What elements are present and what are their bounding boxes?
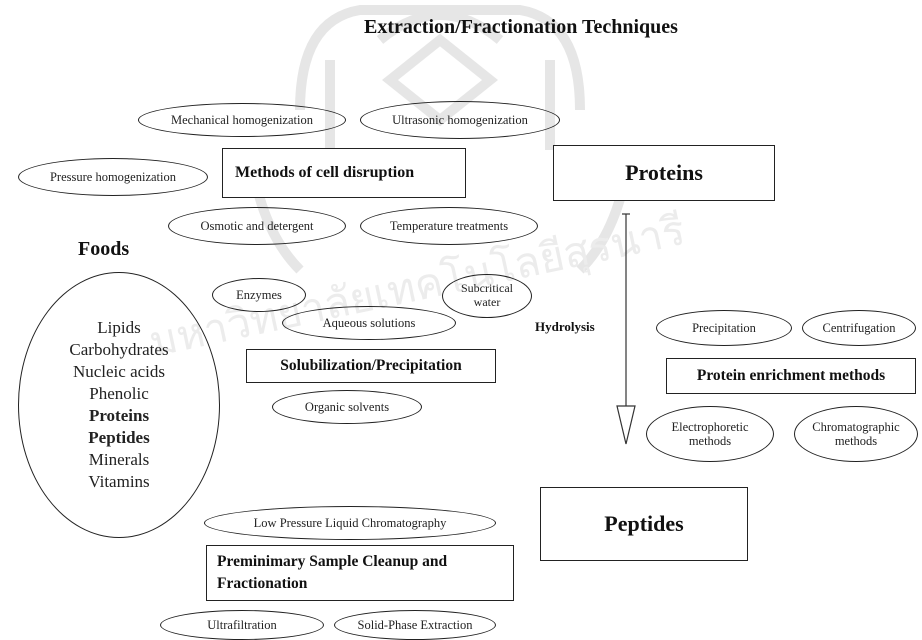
electrophoretic-methods-oval: Electrophoretic methods — [646, 406, 774, 462]
protein-enrichment-box: Protein enrichment methods — [666, 358, 916, 394]
foods-item-nucleic-acids: Nucleic acids — [72, 361, 166, 381]
foods-item-proteins: Proteins — [88, 406, 150, 425]
hydrolysis-arrow — [616, 213, 636, 445]
foods-item-peptides: Peptides — [88, 428, 150, 448]
cell-disruption-box: Methods of cell disruption — [222, 148, 466, 198]
foods-item-minerals: Minerals — [88, 450, 150, 470]
chromatographic-methods-oval: Chromatographic methods — [794, 406, 918, 462]
mechanical-homogenization-oval: Mechanical homogenization — [138, 103, 346, 137]
lplc-oval: Low Pressure Liquid Chromatography — [204, 506, 496, 540]
temperature-treatments-oval: Temperature treatments — [360, 207, 538, 245]
centrifugation-oval: Centrifugation — [802, 310, 916, 346]
subcritical-water-oval: Subcritical water — [442, 274, 532, 318]
foods-oval: Lipids Carbohydrates Nucleic acids Pheno… — [18, 272, 220, 538]
enzymes-oval: Enzymes — [212, 278, 306, 312]
hydrolysis-label: Hydrolysis — [535, 319, 595, 334]
foods-item-carbohydrates: Carbohydrates — [69, 339, 169, 359]
foods-item-phenolic: Phenolic — [89, 383, 149, 403]
aqueous-solutions-oval: Aqueous solutions — [282, 306, 456, 340]
pressure-homogenization-oval: Pressure homogenization — [18, 158, 208, 196]
precipitation-oval: Precipitation — [656, 310, 792, 346]
solubilization-box: Solubilization/Precipitation — [246, 349, 496, 383]
foods-item-vitamins: Vitamins — [88, 472, 150, 492]
peptides-box: Peptides — [540, 487, 748, 561]
cleanup-box: Preminimary Sample Cleanup and Fractiona… — [206, 545, 514, 601]
ultrafiltration-oval: Ultrafiltration — [160, 610, 324, 640]
foods-title: Foods — [78, 238, 130, 260]
proteins-box: Proteins — [553, 145, 775, 201]
diagram-title: Extraction/Fractionation Techniques — [364, 16, 678, 38]
osmotic-detergent-oval: Osmotic and detergent — [168, 207, 346, 245]
solid-phase-extraction-oval: Solid-Phase Extraction — [334, 610, 496, 640]
foods-item-lipids: Lipids — [97, 317, 141, 337]
ultrasonic-homogenization-oval: Ultrasonic homogenization — [360, 101, 560, 139]
organic-solvents-oval: Organic solvents — [272, 390, 422, 424]
